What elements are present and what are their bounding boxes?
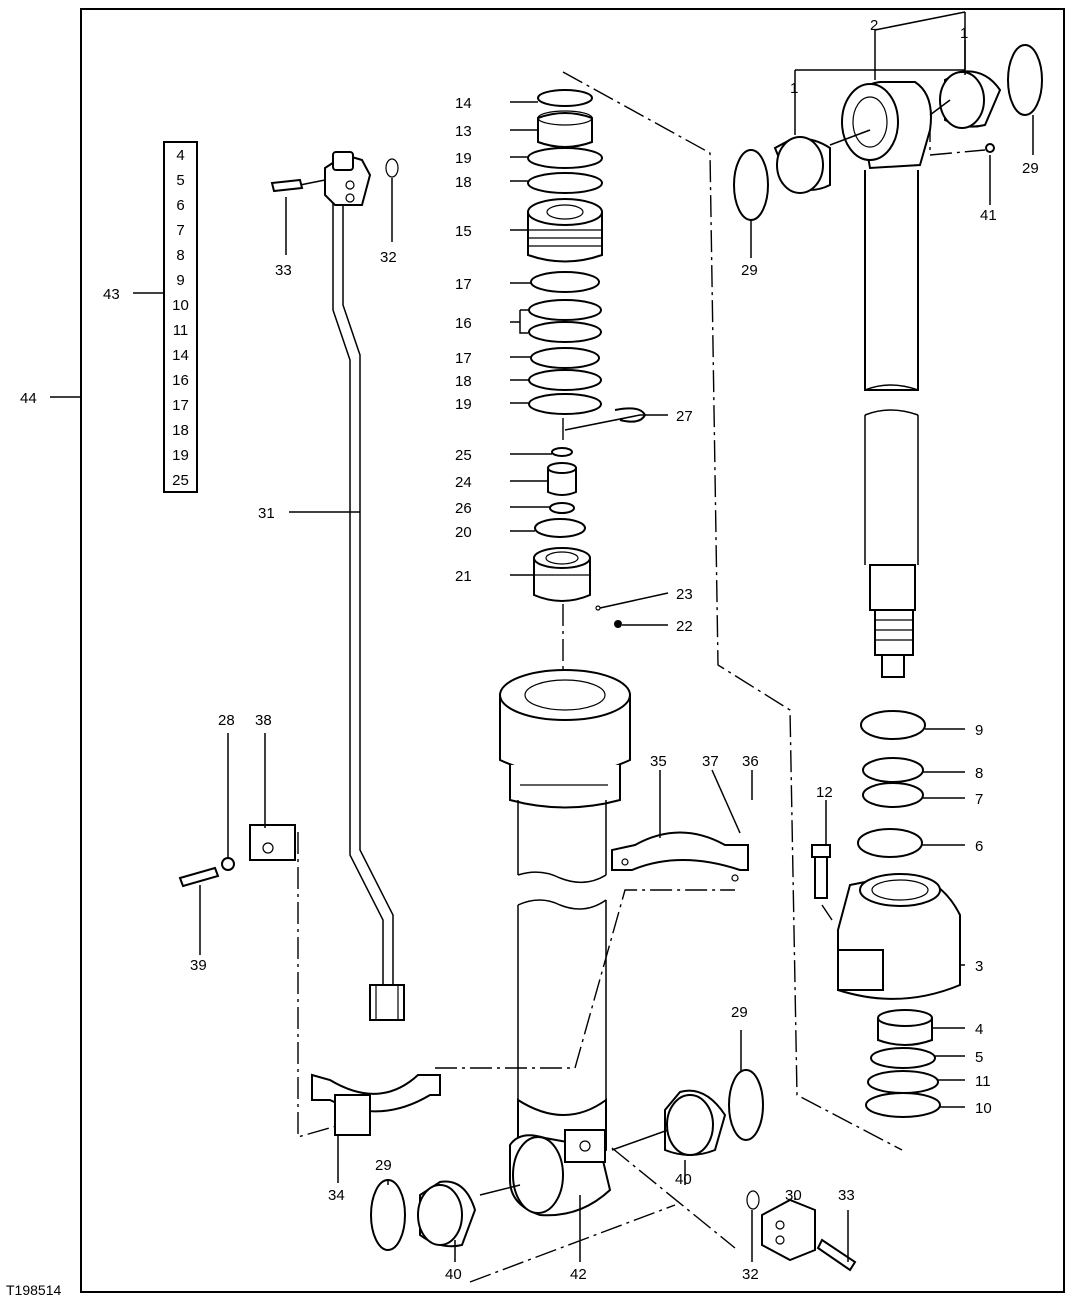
kit-item: 14 (172, 347, 189, 364)
diagram-frame (80, 8, 1065, 1293)
callout-5: 5 (975, 1049, 983, 1066)
callout-3: 3 (975, 958, 983, 975)
kit-item: 11 (172, 322, 189, 339)
kit-item: 4 (176, 147, 185, 164)
callout-leaders (50, 11, 1034, 1262)
callout-19b: 19 (455, 396, 472, 413)
callout-29b: 29 (741, 262, 758, 279)
callout-6: 6 (975, 838, 983, 855)
callout-17a: 17 (455, 276, 472, 293)
callout-38: 38 (255, 712, 272, 729)
callout-24: 24 (455, 474, 472, 491)
callout-19a: 19 (455, 150, 472, 167)
cylinder-barrel (499, 669, 631, 1217)
callout-31: 31 (258, 505, 275, 522)
hydraulic-tube (270, 151, 405, 1021)
kit-item: 18 (172, 422, 189, 439)
callout-16: 16 (455, 315, 472, 332)
kit-item: 19 (172, 447, 189, 464)
callout-28: 28 (218, 712, 235, 729)
callout-26: 26 (455, 500, 472, 517)
callout-labels: 44 43 14 13 19 18 15 17 16 17 18 19 25 2… (20, 17, 1039, 1283)
callout-33a: 33 (275, 262, 292, 279)
callout-1a: 1 (790, 80, 798, 97)
callout-32a: 32 (380, 249, 397, 266)
seal-kit-list: 4 5 6 7 8 9 10 11 14 16 17 18 19 25 (163, 141, 198, 493)
rod-end-bushings (733, 44, 1043, 221)
callout-36: 36 (742, 753, 759, 770)
callout-7: 7 (975, 791, 983, 808)
callout-42: 42 (570, 1266, 587, 1283)
callout-1b: 1 (960, 25, 968, 42)
callout-32b: 32 (742, 1266, 759, 1283)
piston-parts (527, 89, 647, 628)
callout-35: 35 (650, 753, 667, 770)
callout-20: 20 (455, 524, 472, 541)
callout-40a: 40 (675, 1171, 692, 1188)
kit-item: 10 (172, 297, 189, 314)
callout-17b: 17 (455, 350, 472, 367)
callout-43: 43 (103, 286, 120, 303)
callout-40b: 40 (445, 1266, 462, 1283)
kit-item: 6 (176, 197, 185, 214)
callout-11: 11 (975, 1073, 991, 1090)
callout-41: 41 (980, 207, 997, 224)
kit-item: 5 (176, 172, 185, 189)
figure-id: T198514 (6, 1282, 62, 1298)
callout-13: 13 (455, 123, 472, 140)
base-end-bushings (370, 1069, 857, 1272)
callout-10: 10 (975, 1100, 992, 1117)
kit-item: 16 (172, 372, 189, 389)
tube-clamps (178, 824, 749, 1136)
rod-guide-and-seals (811, 710, 961, 1118)
callout-18a: 18 (455, 174, 472, 191)
callout-37: 37 (702, 753, 719, 770)
callout-8: 8 (975, 765, 983, 782)
callout-14: 14 (455, 95, 472, 112)
piston-rod (841, 81, 995, 678)
callout-29c: 29 (731, 1004, 748, 1021)
callout-25: 25 (455, 447, 472, 464)
callout-29d: 29 (375, 1157, 392, 1174)
callout-39: 39 (190, 957, 207, 974)
callout-22: 22 (676, 618, 693, 635)
kit-item: 8 (176, 247, 185, 264)
callout-27: 27 (676, 408, 693, 425)
callout-2: 2 (870, 17, 878, 34)
kit-item: 17 (172, 397, 189, 414)
callout-18b: 18 (455, 373, 472, 390)
callout-30: 30 (785, 1187, 802, 1204)
callout-29a: 29 (1022, 160, 1039, 177)
callout-33b: 33 (838, 1187, 855, 1204)
callout-34: 34 (328, 1187, 345, 1204)
kit-item: 25 (172, 472, 189, 489)
kit-item: 7 (176, 222, 185, 239)
kit-item: 9 (176, 272, 185, 289)
callout-12: 12 (816, 784, 833, 801)
callout-9: 9 (975, 722, 983, 739)
callout-4: 4 (975, 1021, 983, 1038)
callout-21: 21 (455, 568, 472, 585)
callout-15: 15 (455, 223, 472, 240)
callout-44: 44 (20, 390, 37, 407)
callout-23: 23 (676, 586, 693, 603)
